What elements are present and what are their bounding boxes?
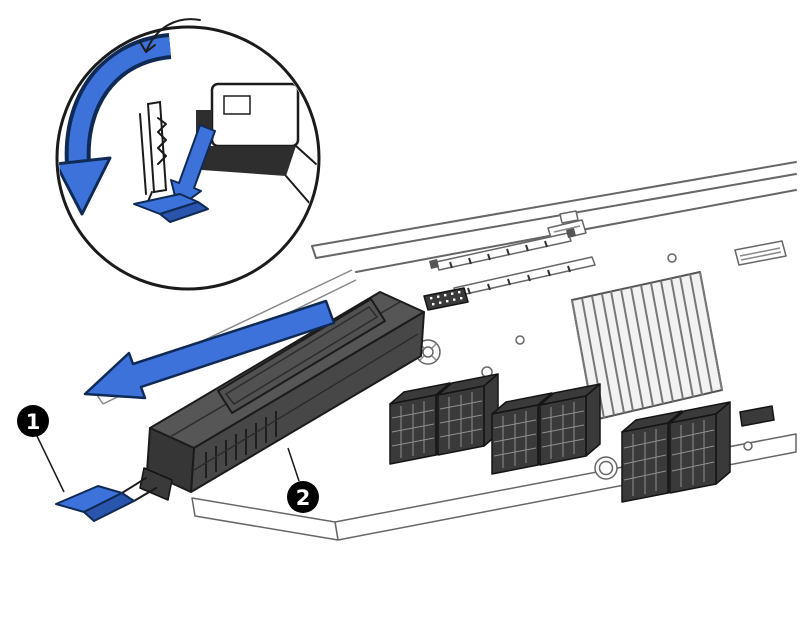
callout-2-label: 2: [296, 486, 311, 510]
board-standoff: [515, 335, 525, 345]
dimm-slots: [429, 228, 596, 297]
callout-1-badge: [17, 405, 49, 437]
mounting-hole: [594, 456, 618, 480]
heatsink-fins: [571, 271, 723, 421]
detail-latch-mechanism: [139, 100, 177, 213]
callout-2-badge: [287, 481, 319, 513]
battery-release-latch: [55, 467, 173, 522]
host-ports: [389, 373, 775, 503]
latch-handle-tip: [83, 492, 135, 522]
pin-header: [423, 287, 469, 311]
controller-chassis: [94, 161, 797, 541]
board-standoff: [667, 253, 677, 263]
detail-battery-end: [196, 82, 317, 207]
latch-detail-callout: [55, 18, 321, 291]
heatsink: [571, 271, 723, 421]
rear-rail-lines: [311, 161, 797, 273]
small-port: [739, 405, 775, 427]
host-port-cage: [669, 401, 731, 494]
callout-2: 2: [287, 447, 319, 513]
callout-1-label: 1: [26, 410, 41, 434]
battery-module: [146, 291, 425, 493]
chassis-front-left: [191, 497, 339, 541]
callout-1: 1: [17, 405, 65, 493]
board-standoff: [743, 441, 753, 451]
rear-connector: [734, 240, 787, 266]
removal-arrow-icon: [83, 299, 336, 400]
detail-latch-handle: [133, 193, 209, 223]
arrow-tail-outline: [139, 18, 201, 53]
battery-handle: [217, 298, 386, 414]
battery-vents: [205, 411, 277, 478]
